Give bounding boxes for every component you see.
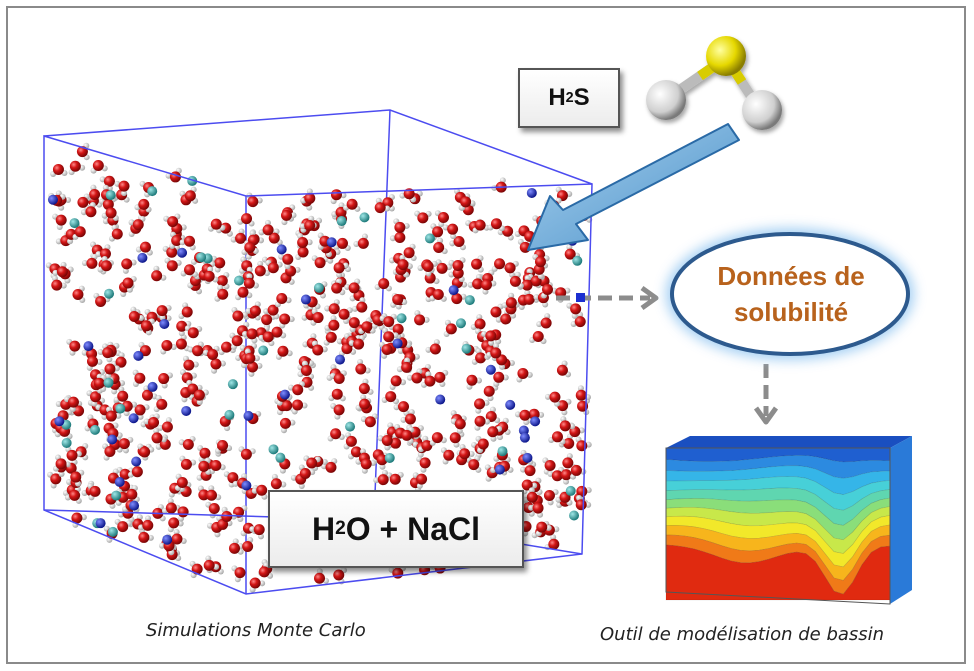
basin-model-icon — [665, 436, 912, 605]
molecule-cloud — [45, 142, 593, 593]
solubility-ellipse — [666, 228, 914, 360]
caption-monte-carlo: Simulations Monte Carlo — [146, 620, 366, 641]
solvent-label-sub: 2 — [335, 518, 346, 539]
h2s-label-s: S — [573, 84, 590, 111]
solubility-data-label: Données de solubilité — [668, 258, 914, 330]
solubility-line-2: solubilité — [733, 297, 849, 327]
solubility-line-1: Données de — [717, 261, 865, 291]
h2s-label-sub: 2 — [565, 90, 574, 106]
dashed-arrow-right — [556, 285, 659, 311]
caption-basin-tool: Outil de modélisation de bassin — [600, 624, 885, 645]
solvent-label-rest: O + NaCl — [345, 510, 481, 547]
h2s-molecule-icon — [646, 36, 782, 130]
solvent-label-h: H — [311, 510, 336, 547]
injection-arrow — [527, 123, 740, 251]
h2s-label-h: H — [548, 84, 566, 111]
dashed-arrow-down — [753, 364, 779, 425]
